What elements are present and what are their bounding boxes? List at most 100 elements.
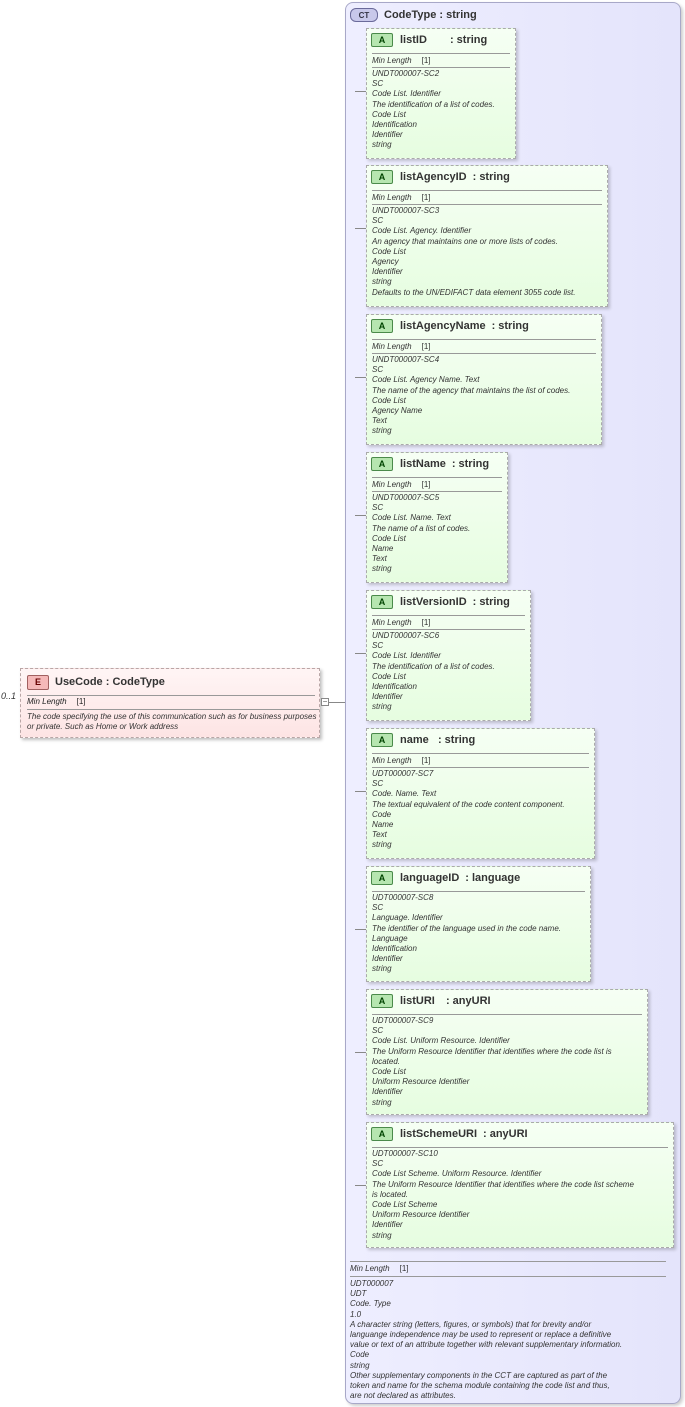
doc-line: string xyxy=(372,1097,392,1107)
element-colon: : xyxy=(102,676,113,688)
connector-branch xyxy=(355,377,366,378)
attribute-icon: A xyxy=(371,457,393,471)
connector-line xyxy=(329,702,355,703)
doc-line: Text xyxy=(372,830,387,840)
collapse-toggle-icon[interactable]: − xyxy=(321,697,329,706)
doc-line: value or text of an attribute together w… xyxy=(350,1340,623,1350)
attribute-type: string xyxy=(444,734,476,746)
attribute-type: string xyxy=(498,320,529,332)
doc-line: SC xyxy=(372,1159,384,1169)
doc-line: SC xyxy=(372,365,384,375)
element-icon: E xyxy=(27,674,49,690)
doc-line: The identification of a list of codes. xyxy=(372,661,495,671)
doc-line: Other supplementary components in the CC… xyxy=(350,1370,608,1380)
attribute-name: listAgencyName xyxy=(400,320,486,332)
attribute-icon: A xyxy=(371,1127,393,1141)
doc-line: Identifier xyxy=(372,1087,403,1097)
doc-line: A character string (letters, figures, or… xyxy=(350,1319,592,1329)
attribute-name: listSchemeURI xyxy=(400,1128,478,1140)
doc-line: SC xyxy=(372,779,384,789)
attribute-name: listAgencyID xyxy=(400,171,467,183)
attribute-icon: A xyxy=(371,595,393,609)
doc-line: Code List xyxy=(372,671,406,681)
attribute-colon: : xyxy=(472,596,477,608)
attribute-colon: : xyxy=(438,734,442,746)
doc-line: Identification xyxy=(372,944,417,954)
attribute-colon: : xyxy=(491,320,496,332)
doc-line: The Uniform Resource Identifier that ide… xyxy=(372,1046,612,1066)
doc-line: SC xyxy=(372,903,384,913)
doc-line: Code List Scheme. Uniform Resource. Iden… xyxy=(372,1169,542,1179)
element-usecode[interactable]: E UseCode : CodeType Min Length[1] The c… xyxy=(20,668,320,738)
doc-line: The Uniform Resource Identifier that ide… xyxy=(372,1179,634,1199)
doc-line: Code xyxy=(350,1350,370,1360)
attribute-colon: : xyxy=(472,171,477,183)
doc-line: Code List xyxy=(372,109,406,119)
doc-line: string xyxy=(372,277,392,287)
attribute-facet: Min Length[1] xyxy=(372,477,502,489)
connector-branch xyxy=(355,515,366,516)
doc-line: Name xyxy=(372,820,394,830)
doc-line: Language. Identifier xyxy=(372,913,443,923)
element-occurrence: 0..1 xyxy=(1,691,17,701)
doc-line: The name of a list of codes. xyxy=(372,523,471,533)
doc-line: token and name for the schema module con… xyxy=(350,1381,610,1391)
doc-line: string xyxy=(372,964,392,974)
connector-branch xyxy=(355,929,366,930)
doc-line: SC xyxy=(372,79,384,89)
doc-line: UDT000007-SC7 xyxy=(372,769,434,778)
doc-line: Code List. Identifier xyxy=(372,89,441,99)
doc-line: Text xyxy=(372,554,387,564)
attribute-colon: : xyxy=(450,34,454,46)
doc-line: Agency Name xyxy=(372,406,423,416)
doc-line: UNDT000007-SC5 xyxy=(372,493,440,502)
doc-line: Code List xyxy=(372,246,406,256)
attribute-type: language xyxy=(471,872,521,884)
doc-line: UNDT000007-SC2 xyxy=(372,69,440,78)
element-documentation: The code specifying the use of this comm… xyxy=(27,709,319,732)
doc-line: UDT xyxy=(350,1289,367,1299)
attribute-type: string xyxy=(456,34,488,46)
doc-line: UNDT000007-SC4 xyxy=(372,355,440,364)
doc-line: Identifier xyxy=(372,267,403,277)
attribute-colon: : xyxy=(446,995,450,1007)
doc-line: Identifier xyxy=(372,954,403,964)
complex-type-icon: CT xyxy=(350,8,378,22)
doc-line: string xyxy=(372,840,392,850)
connector-branch xyxy=(355,1185,366,1186)
attribute-name: languageID xyxy=(400,872,460,884)
attribute-icon: A xyxy=(371,319,393,333)
connector-branch xyxy=(355,91,366,92)
doc-line: string xyxy=(372,426,392,436)
attribute-type: string xyxy=(479,596,510,608)
doc-line: Uniform Resource Identifier xyxy=(372,1210,470,1220)
doc-line: An agency that maintains one or more lis… xyxy=(372,236,558,246)
attribute-colon: : xyxy=(465,872,469,884)
doc-line: UDT000007-SC9 xyxy=(372,1016,434,1025)
doc-line: UDT000007-SC10 xyxy=(372,1149,438,1158)
doc-line: Identifier xyxy=(372,692,403,702)
doc-line: SC xyxy=(372,503,384,513)
attribute-facet: Min Length[1] xyxy=(372,615,525,627)
attribute-facet: Min Length[1] xyxy=(372,190,602,202)
attribute-type: string xyxy=(458,458,490,470)
attribute-colon: : xyxy=(451,458,456,470)
complex-type-title: CodeType : string xyxy=(384,9,477,21)
